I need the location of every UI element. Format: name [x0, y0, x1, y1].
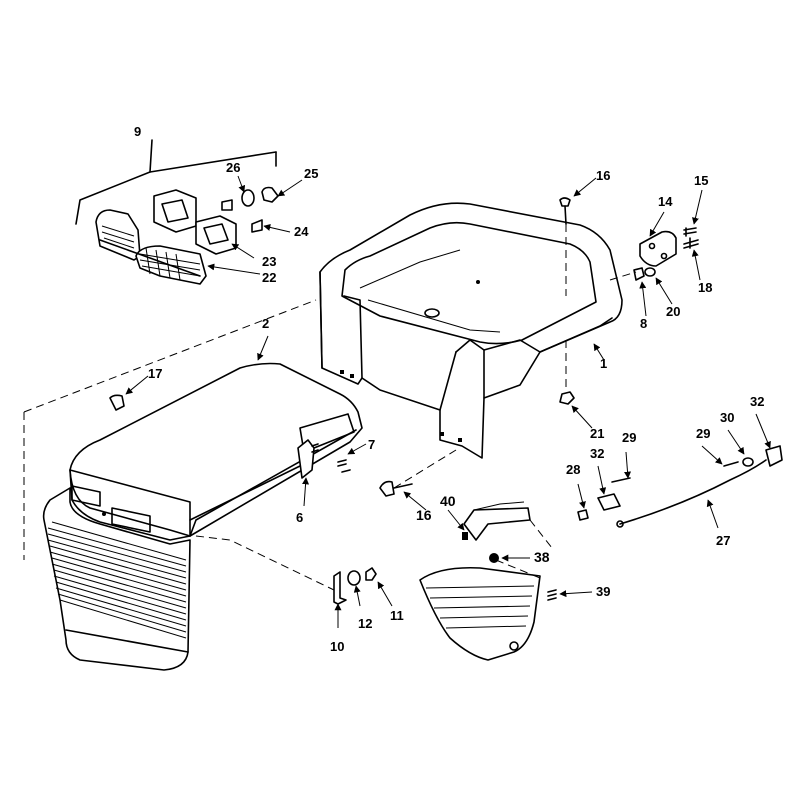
bulb-parts: [221, 186, 279, 233]
label-29-a: 29: [622, 430, 636, 445]
light-housings: [95, 189, 237, 285]
label-40: 40: [440, 493, 456, 509]
mount-bracket: [462, 501, 531, 563]
label-27: 27: [716, 533, 730, 548]
grille-part: [42, 487, 191, 671]
hood-part: [69, 362, 363, 541]
part-labels: 1 2 6 7 8 9 10 11 12 14 15 16 16 17 18 2…: [134, 124, 764, 654]
label-14: 14: [658, 194, 673, 209]
label-6: 6: [296, 510, 303, 525]
label-20: 20: [666, 304, 680, 319]
label-11: 11: [390, 608, 404, 623]
label-32-a: 32: [590, 446, 604, 461]
label-16-top: 16: [596, 168, 610, 183]
label-12: 12: [358, 616, 372, 631]
label-7: 7: [368, 437, 375, 452]
hood-latch: [109, 394, 351, 479]
cable-assembly: [577, 445, 783, 528]
label-38: 38: [534, 549, 550, 565]
label-18: 18: [698, 280, 712, 295]
license-bracket: [559, 197, 699, 405]
label-10: 10: [330, 639, 344, 654]
label-28: 28: [566, 462, 580, 477]
hood-hinge-hardware: [333, 567, 377, 605]
light-assembly-bracket: [75, 139, 277, 225]
rear-cover-part: [419, 566, 557, 661]
label-21: 21: [590, 426, 604, 441]
label-39: 39: [596, 584, 610, 599]
label-32-b: 32: [750, 394, 764, 409]
label-1: 1: [600, 356, 607, 371]
label-16-mid: 16: [416, 507, 432, 523]
label-9: 9: [134, 124, 141, 139]
label-2: 2: [262, 316, 269, 331]
carriage-bolt: [379, 480, 413, 497]
label-25: 25: [304, 166, 318, 181]
label-30: 30: [720, 410, 734, 425]
label-24: 24: [294, 224, 309, 239]
label-29-b: 29: [696, 426, 710, 441]
label-23: 23: [262, 254, 276, 269]
fender-part: [319, 202, 623, 459]
label-26: 26: [226, 160, 240, 175]
label-17: 17: [148, 366, 162, 381]
label-22: 22: [262, 270, 276, 285]
leader-arrows: [125, 175, 771, 628]
label-8: 8: [640, 316, 647, 331]
label-15: 15: [694, 173, 708, 188]
alignment-lines: [23, 224, 637, 591]
